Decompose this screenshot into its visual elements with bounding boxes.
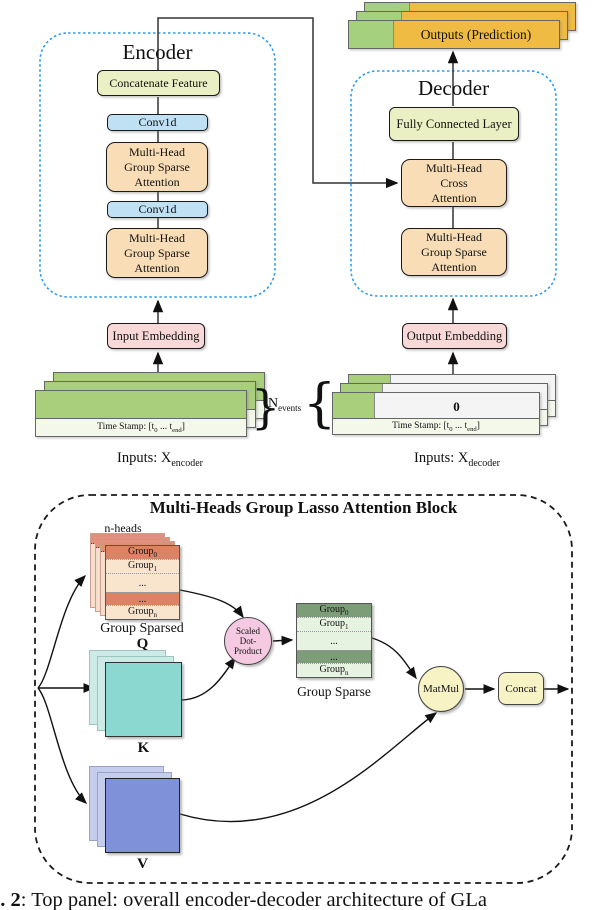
q-row: Group1 [106, 559, 179, 573]
decoder-title: Decoder [417, 76, 490, 100]
group-sparsed-label: Group Sparsed [100, 621, 184, 636]
timestamp-strip: Time Stamp: [t0 ... tend] [333, 418, 539, 434]
inputs-encoder-label: Inputs: Xencoder [116, 450, 204, 469]
attention-block-title: Multi-Heads Group Lasso Attention Block [149, 498, 458, 517]
encoder-attention-box-2: Multi-Head Group Sparse Attention [106, 228, 208, 278]
decoder-attention-box: Multi-Head Group Sparse Attention [401, 228, 507, 276]
outputs-label: Outputs (Prediction) [420, 27, 532, 42]
figure-caption: g. 2: Top panel: overall encoder-decoder… [0, 889, 487, 910]
conv1d-box-2: Conv1d [107, 201, 208, 218]
k-stack-front [105, 662, 182, 737]
open-brace: { [303, 374, 337, 434]
v-label: V [137, 856, 148, 872]
decoder-input-layer-front: 0 Time Stamp: [t0 ... tend] [332, 392, 540, 435]
close-brace: } [251, 380, 281, 434]
encoder-dashed-border [39, 32, 276, 298]
q-label: Q [136, 636, 149, 652]
encoder-input-layer-front: Time Stamp: [t0 ... tend] [35, 390, 247, 437]
group-row: Group0 [297, 604, 371, 617]
encoder-attention-box-1: Multi-Head Group Sparse Attention [106, 142, 208, 192]
group-sparse-label: Group Sparse [297, 684, 371, 699]
timestamp-strip: Time Stamp: [t0 ... tend] [36, 418, 246, 436]
n-heads-label: n-heads [104, 521, 142, 535]
conv1d-box-1: Conv1d [107, 114, 208, 131]
group-row: ... [297, 650, 371, 663]
scaled-dot-product-node: Scaled Dot- Product [224, 617, 272, 665]
cross-attention-box: Multi-Head Cross Attention [401, 159, 507, 207]
group-sparse-stack: Group0 Group1 ... ... Groupn [296, 603, 372, 678]
group-row: Groupn [297, 663, 371, 677]
concat-box: Concat [498, 672, 544, 705]
concatenate-feature-box: Concatenate Feature [97, 70, 220, 96]
outputs-bar-front: Outputs (Prediction) [348, 20, 560, 49]
q-row: ... [106, 573, 179, 592]
q-row: Groupn [106, 605, 179, 619]
k-label: K [137, 740, 150, 756]
fully-connected-layer-box: Fully Connected Layer [389, 107, 519, 141]
q-row: Group0 [106, 546, 179, 559]
attention-block-dashed-border [34, 494, 573, 884]
encoder-title: Encoder [122, 40, 193, 64]
output-embedding-box: Output Embedding [402, 323, 507, 349]
input-embedding-box: Input Embedding [107, 323, 205, 349]
matmul-node: MatMul [418, 666, 464, 712]
group-row: Group1 [297, 617, 371, 631]
q-stack-front: Group0 Group1 ... ... Groupn [105, 545, 180, 620]
inputs-decoder-label: Inputs: Xdecoder [413, 450, 501, 469]
v-stack-front [105, 778, 180, 853]
zero-padding-label: 0 [453, 399, 460, 414]
q-row: ... [106, 592, 179, 605]
group-row: ... [297, 631, 371, 650]
n-events-label: Nevents [268, 396, 302, 413]
